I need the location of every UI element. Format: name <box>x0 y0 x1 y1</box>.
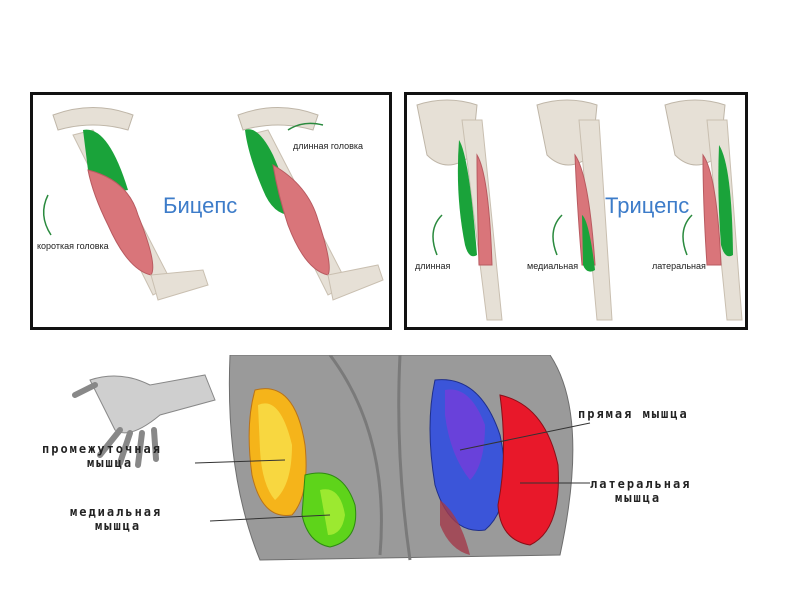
arrow-short-head <box>44 195 51 235</box>
quadriceps-panel: промежуточная мышца медиальная мышца пря… <box>30 355 770 570</box>
triceps-arm-1 <box>417 100 502 320</box>
triceps-long-label: длинная <box>415 261 450 271</box>
lateral-label-line2: мышца <box>590 491 691 505</box>
biceps-title: Бицепс <box>163 193 237 219</box>
triceps-illustration <box>407 95 745 327</box>
lateral-label: латеральная мышца <box>590 477 691 505</box>
biceps-arm-right <box>238 108 383 301</box>
lateral-label-line1: латеральная <box>590 477 691 491</box>
medial-label-line1: медиальная <box>70 505 162 519</box>
biceps-muscle-left <box>88 170 153 275</box>
triceps-medial-label: медиальная <box>527 261 578 271</box>
rectus-label: прямая мышца <box>578 407 689 421</box>
long-head-label: длинная головка <box>293 141 363 151</box>
medial-label: медиальная мышца <box>70 505 162 533</box>
arrow-lateral <box>683 215 692 255</box>
triceps-arm-2 <box>537 100 612 320</box>
medial-label-line2: мышца <box>70 519 162 533</box>
biceps-muscle-right <box>273 165 329 275</box>
biceps-panel: Бицепс короткая головка длинная головка <box>30 92 392 330</box>
intermediate-label-line1: промежуточная <box>42 442 162 456</box>
intermediate-label: промежуточная мышца <box>42 442 162 470</box>
arrow-medial <box>553 215 562 255</box>
triceps-lateral-label: латеральная <box>652 261 706 271</box>
forearm-left <box>151 270 208 300</box>
shoulder-bone-left <box>53 108 133 131</box>
arrow-long <box>433 215 442 255</box>
shoulder-bone-right <box>238 108 318 131</box>
intermediate-label-line2: мышца <box>42 456 162 470</box>
triceps-panel: Трицепс длинная медиальная латеральная <box>404 92 748 330</box>
short-head-label: короткая головка <box>37 241 109 251</box>
triceps-title: Трицепс <box>605 193 689 219</box>
